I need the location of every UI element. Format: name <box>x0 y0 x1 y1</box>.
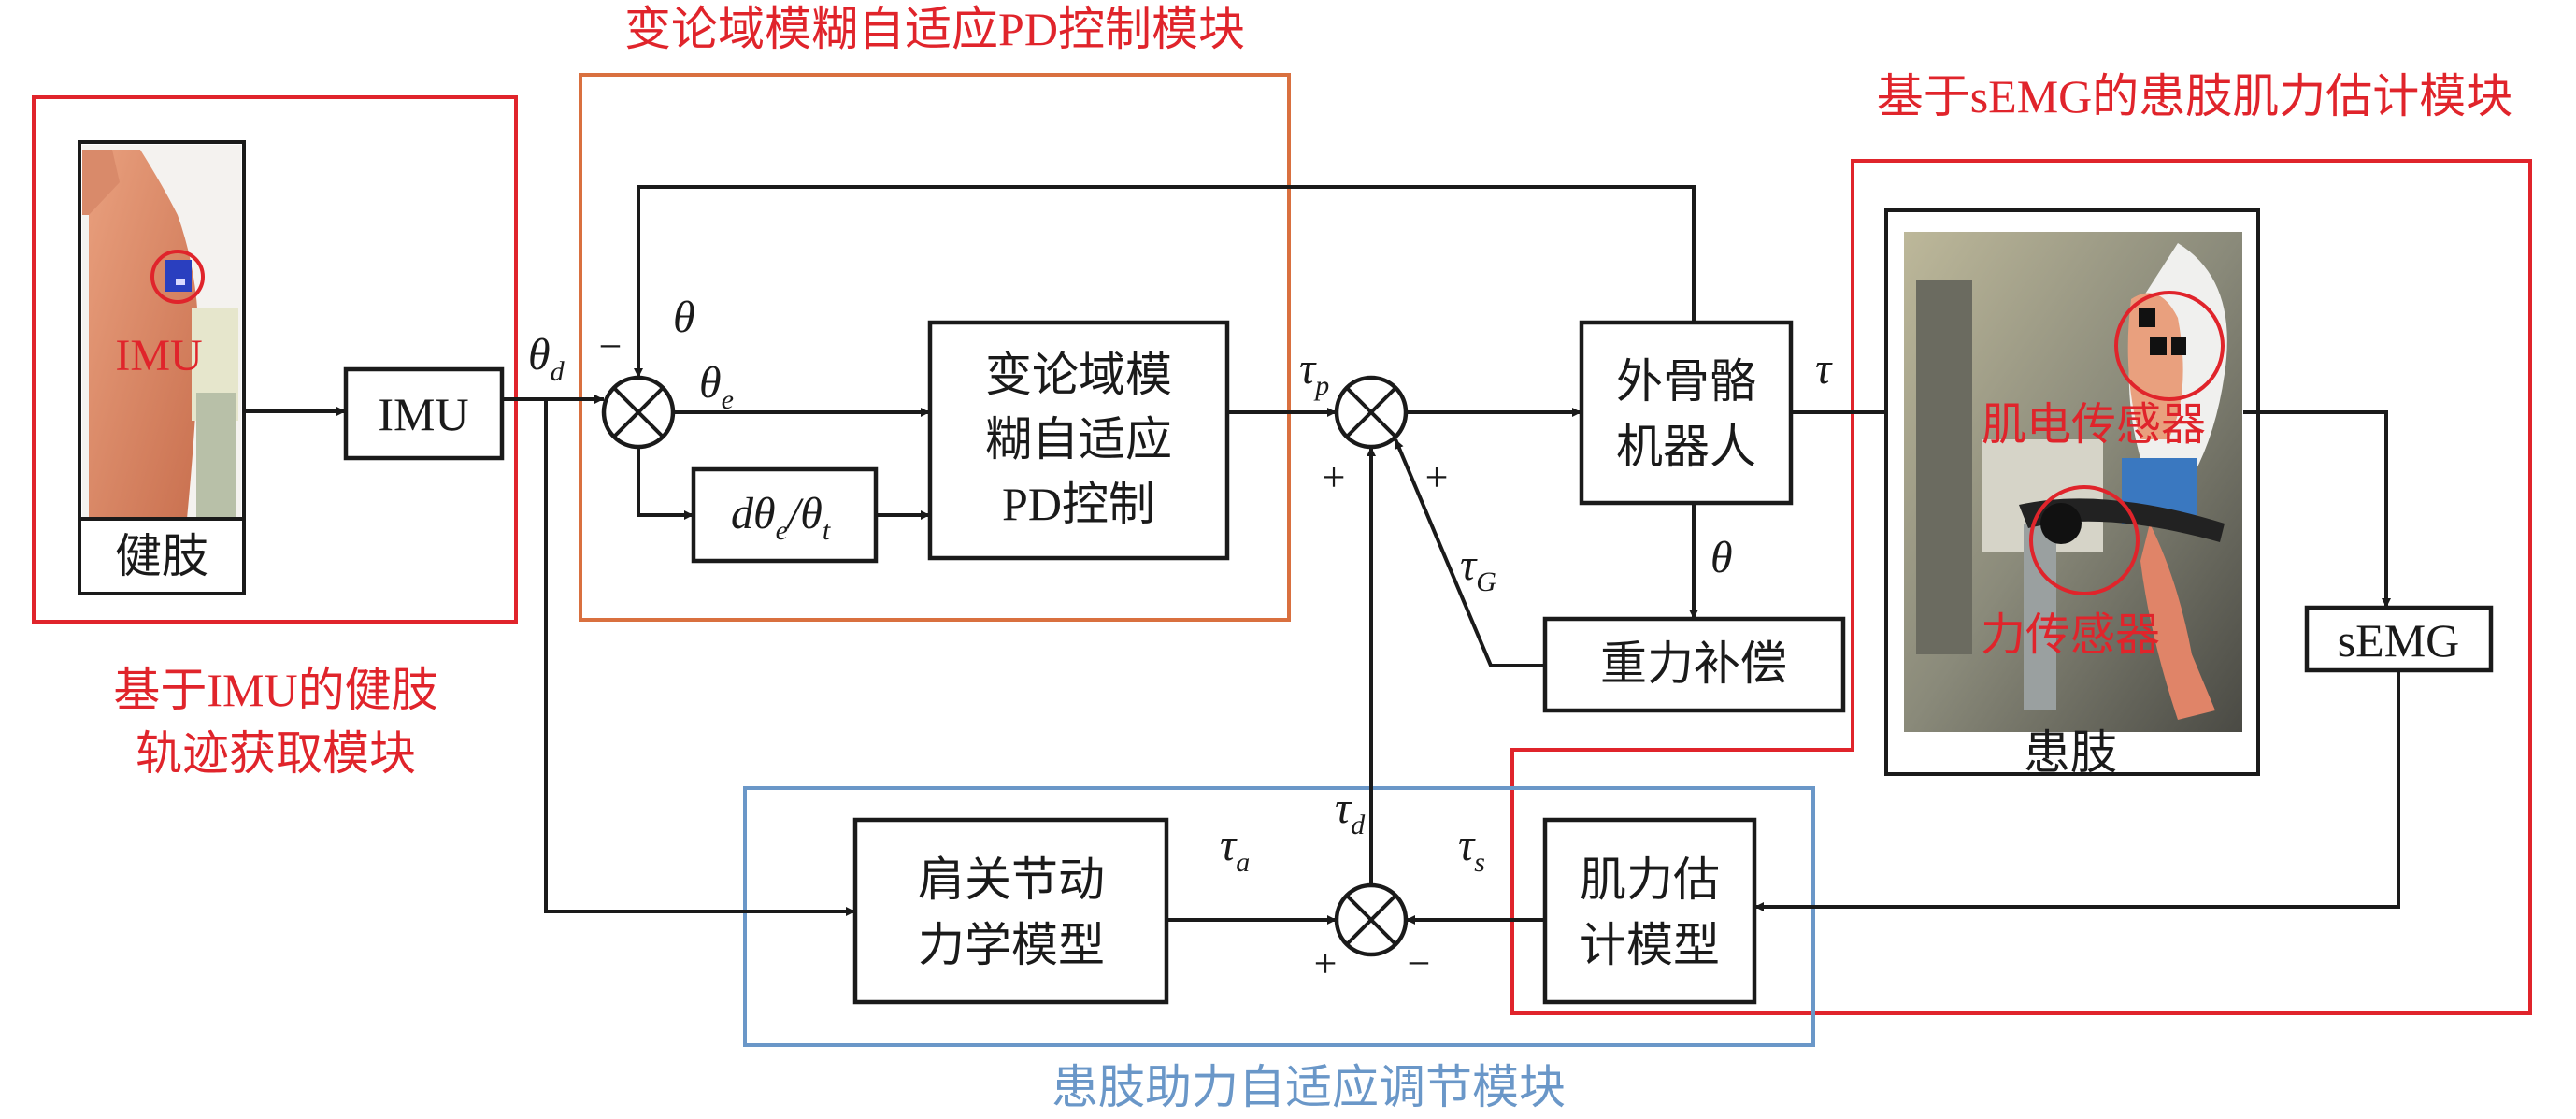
summing-junction-3 <box>1334 882 1409 957</box>
derivative-block <box>691 466 879 564</box>
muscle-force-model-block <box>1542 817 1757 1005</box>
healthy-limb-photo: IMU 健肢 <box>78 140 246 595</box>
fuzzy-pd-label-line1: 变论域模 <box>985 349 1172 401</box>
affected-limb-photo: 肌电传感器 力传感器 患肢 <box>1884 208 2260 779</box>
tau-label: τ <box>1815 344 1833 394</box>
tau-s-label: τs <box>1458 821 1485 878</box>
force-sensor-highlight-circle <box>2029 485 2140 595</box>
tau-d-label: τd <box>1335 783 1366 840</box>
imu-block-label: IMU <box>378 388 468 440</box>
semg-block <box>2304 605 2494 673</box>
sum2-plus-left: + <box>1323 454 1346 500</box>
imu-sensor-label: IMU <box>115 331 202 380</box>
exoskeleton-label-line2: 机器人 <box>1616 421 1756 473</box>
theta-feedback-line <box>634 185 1696 378</box>
shoulder-dynamics-label-line2: 力学模型 <box>918 919 1105 971</box>
emg-sensor-highlight-circle <box>2114 291 2225 401</box>
emg-sensor-label: 肌电传感器 <box>1982 400 2206 450</box>
limb-to-semg-line <box>2243 410 2391 608</box>
healthy-limb-caption: 健肢 <box>115 530 208 582</box>
gravity-compensation-label: 重力补偿 <box>1600 638 1787 690</box>
summing-junction-1 <box>601 375 676 450</box>
fuzzy-pd-block <box>927 320 1230 561</box>
shoulder-dynamics-label-line1: 肩关节动 <box>918 854 1105 906</box>
imu-module-boundary <box>32 95 518 624</box>
pd-module-title: 变论域模糊自适应PD控制模块 <box>624 3 1245 55</box>
tau-G-label: τG <box>1460 540 1496 597</box>
force-sensor-label: 力传感器 <box>1981 610 2160 660</box>
sum3-plus-sign: + <box>1314 940 1338 986</box>
sum1-minus-sign: − <box>599 323 623 369</box>
exoskeleton-block <box>1579 320 1794 506</box>
semg-block-label: sEMG <box>2338 614 2460 667</box>
assist-module-title: 患肢助力自适应调节模块 <box>1052 1061 1566 1113</box>
theta-e-label: θe <box>699 358 734 415</box>
theta-output-label: θ <box>1710 533 1733 582</box>
sum3-minus-sign: − <box>1408 940 1431 986</box>
muscle-force-label-line1: 肌力估 <box>1580 854 1720 906</box>
imu-module-title-line2: 轨迹获取模块 <box>136 727 416 780</box>
fuzzy-pd-label-line2: 糊自适应 <box>985 413 1172 466</box>
imu-module-title-line1: 基于IMU的健肢 <box>113 664 437 716</box>
derivative-block-label: dθe/θt <box>731 489 831 546</box>
fuzzy-pd-label-line3: PD控制 <box>1002 478 1155 530</box>
semg-module-boundary <box>1510 159 2532 1015</box>
muscle-force-label-line2: 计模型 <box>1580 919 1720 971</box>
pd-module-boundary <box>579 73 1291 622</box>
semg-to-muscle-model-line <box>1754 670 2400 911</box>
exoskeleton-label-line1: 外骨骼 <box>1616 355 1756 408</box>
semg-module-title: 基于sEMG的患肢肌力估计模块 <box>1877 70 2513 122</box>
summing-junction-2 <box>1334 375 1409 450</box>
theta-e-branch-line <box>637 447 694 520</box>
shoulder-dynamics-block <box>852 817 1169 1005</box>
tau-a-label: τa <box>1220 821 1250 878</box>
theta-d-branch-line <box>544 399 855 916</box>
imu-sensor-icon <box>165 260 192 292</box>
theta-feedback-label: θ <box>673 293 695 342</box>
tau-G-line <box>1394 438 1545 667</box>
sum2-plus-right: + <box>1425 454 1449 500</box>
imu-block <box>343 366 505 461</box>
tau-p-label: τp <box>1299 344 1329 401</box>
affected-limb-caption: 患肢 <box>2024 726 2117 779</box>
gravity-compensation-block <box>1542 616 1846 713</box>
imu-sensor-highlight-circle <box>150 250 205 304</box>
assist-module-boundary <box>743 786 1815 1047</box>
theta-d-label: θd <box>528 330 565 387</box>
